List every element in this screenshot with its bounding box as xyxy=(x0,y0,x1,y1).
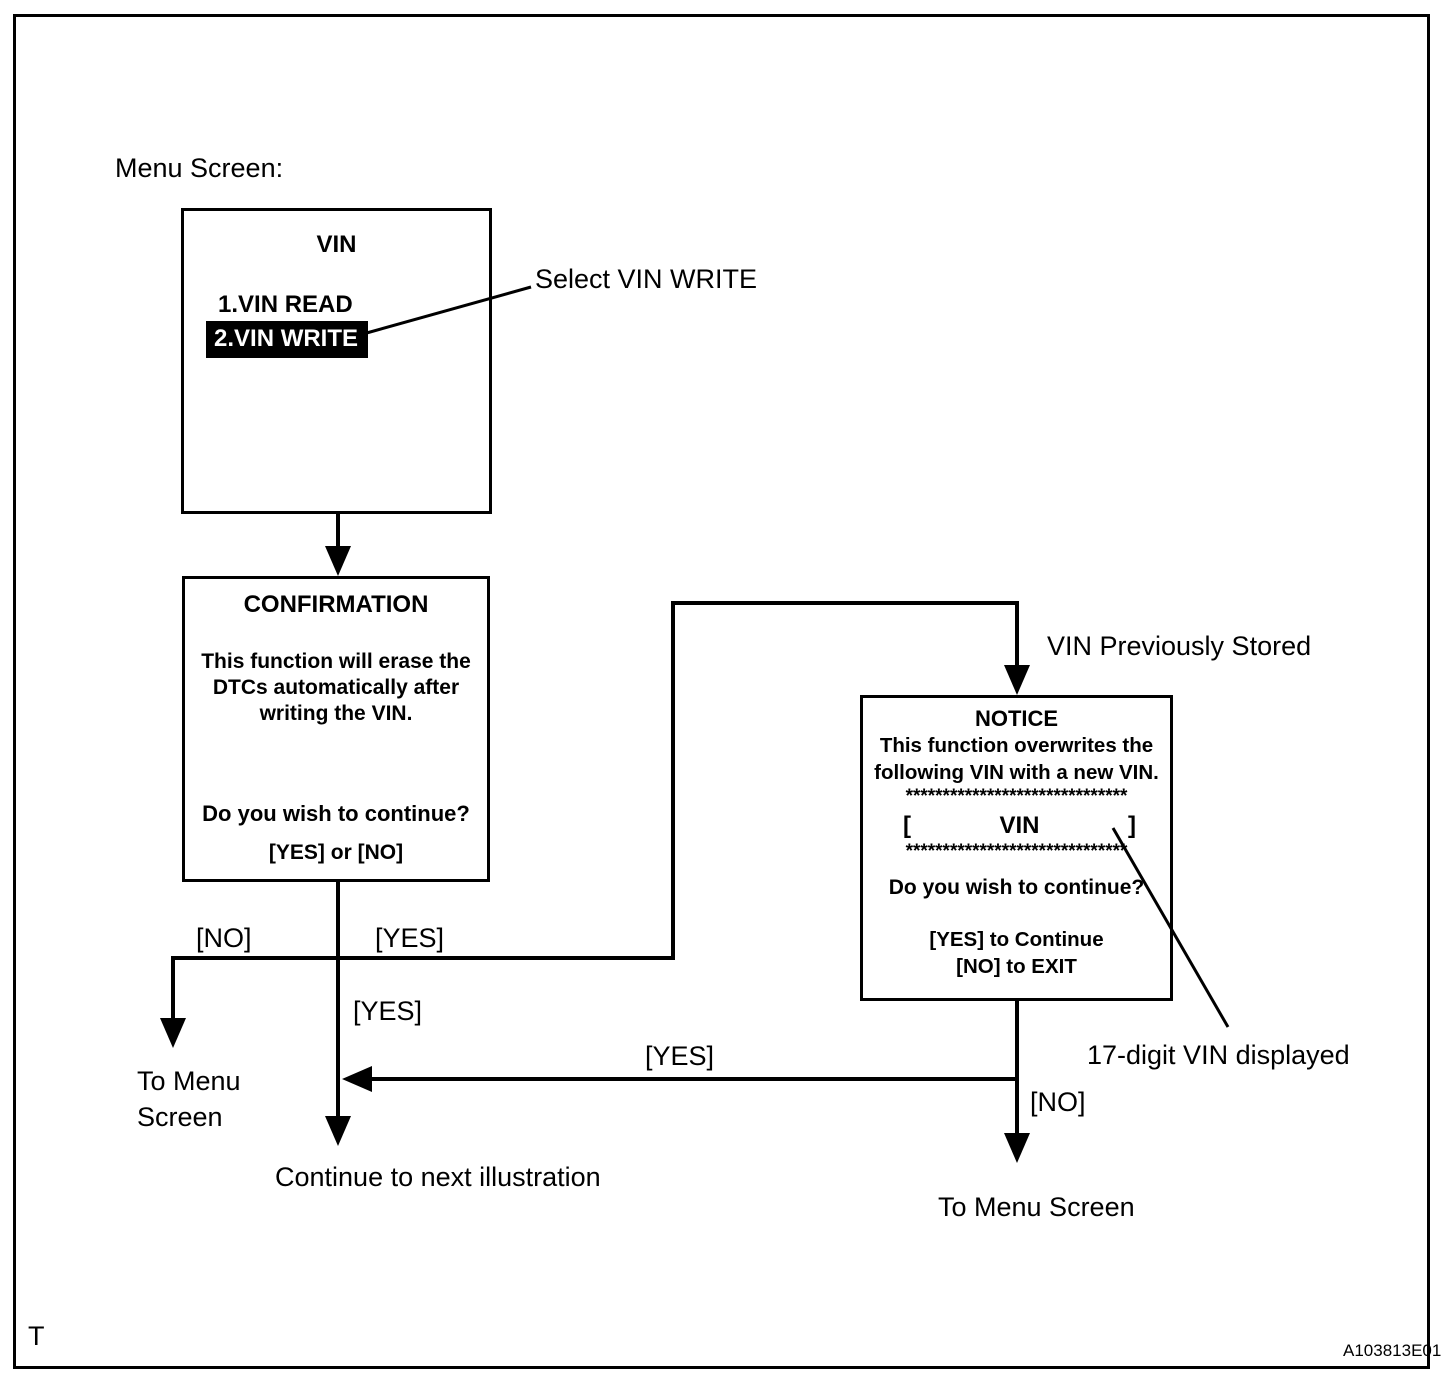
to-menu-line1: To Menu xyxy=(137,1066,241,1096)
confirmation-options: [YES] or [NO] xyxy=(268,841,404,864)
confirmation-screen-box: CONFIRMATION This function will erase th… xyxy=(182,576,490,882)
to-menu-screen-right-label: To Menu Screen xyxy=(938,1192,1135,1222)
notice-line1: This function overwrites the xyxy=(879,734,1154,757)
branch-label-no: [NO] xyxy=(196,923,252,953)
menu-item-vin-read: 1.VIN READ xyxy=(218,291,353,318)
menu-screen-label: Menu Screen: xyxy=(115,153,284,183)
arrowhead-into-notice xyxy=(1004,665,1030,695)
arrowhead-to-menu-left xyxy=(160,1018,186,1048)
arrowhead-to-menu-right xyxy=(1004,1133,1030,1163)
notice-screen-box: NOTICE This function overwrites the foll… xyxy=(860,695,1173,1001)
select-vin-write-label: Select VIN WRITE xyxy=(535,264,758,294)
vin-previously-stored-label: VIN Previously Stored xyxy=(1047,631,1312,661)
continue-next-illustration-label: Continue to next illustration xyxy=(275,1162,601,1192)
yes-continue-line xyxy=(336,882,340,1118)
vin-bracket-open: [ xyxy=(903,812,911,839)
to-menu-line2: Screen xyxy=(137,1102,223,1132)
figure-border xyxy=(13,14,1430,1369)
vin-menu-screen-box: VIN 1.VIN READ 2.VIN WRITE xyxy=(181,208,492,514)
notice-yes-option: [YES] to Continue xyxy=(929,928,1104,951)
flow-line-menu-to-confirmation xyxy=(336,513,340,550)
confirmation-question: Do you wish to continue? xyxy=(202,801,470,826)
arrowhead-return-left xyxy=(342,1066,372,1092)
figure-code: A103813E01 xyxy=(1343,1341,1442,1360)
confirmation-body-line1: This function will erase the xyxy=(201,650,471,673)
confirmation-body: This function will erase the DTCs automa… xyxy=(185,649,487,727)
notice-vin-row: [ VIN ] xyxy=(863,812,1170,840)
notice-question: Do you wish to continue? xyxy=(888,876,1145,899)
notice-stars-bottom: ****************************** xyxy=(905,841,1128,862)
notice-line2: following VIN with a new VIN. xyxy=(874,761,1159,784)
branch-label-yes-return: [YES] xyxy=(645,1041,715,1071)
no-branch-drop-line xyxy=(171,956,175,1020)
vin-value-placeholder: VIN xyxy=(999,812,1040,839)
vin-bracket-close: ] xyxy=(1127,812,1136,839)
notice-no-option: [NO] to EXIT xyxy=(956,955,1077,978)
arrowhead-into-confirmation xyxy=(325,546,351,576)
page-marker: T xyxy=(28,1321,45,1351)
confirmation-body-line3: writing the VIN. xyxy=(259,702,413,725)
yes-return-line xyxy=(370,1077,1018,1081)
branch-line-horizontal xyxy=(171,956,675,960)
to-menu-screen-left-label: To Menu Screen xyxy=(137,1063,241,1135)
arrowhead-continue xyxy=(325,1116,351,1146)
flow-line-into-notice xyxy=(1015,601,1019,667)
yes-branch-top-line xyxy=(671,601,1019,605)
vin-displayed-label: 17-digit VIN displayed xyxy=(1087,1040,1350,1070)
vin-menu-title: VIN xyxy=(316,231,357,258)
notice-stars-top: ****************************** xyxy=(905,786,1128,807)
branch-label-no-exit: [NO] xyxy=(1030,1087,1086,1117)
confirmation-title: CONFIRMATION xyxy=(243,591,429,618)
branch-label-yes: [YES] xyxy=(375,923,445,953)
yes-branch-rise-line xyxy=(671,601,675,960)
menu-item-vin-write-selected: 2.VIN WRITE xyxy=(206,321,369,358)
branch-label-yes-continue: [YES] xyxy=(353,996,423,1026)
confirmation-body-line2: DTCs automatically after xyxy=(212,676,460,699)
no-exit-line xyxy=(1015,1001,1019,1135)
notice-title: NOTICE xyxy=(974,706,1059,731)
